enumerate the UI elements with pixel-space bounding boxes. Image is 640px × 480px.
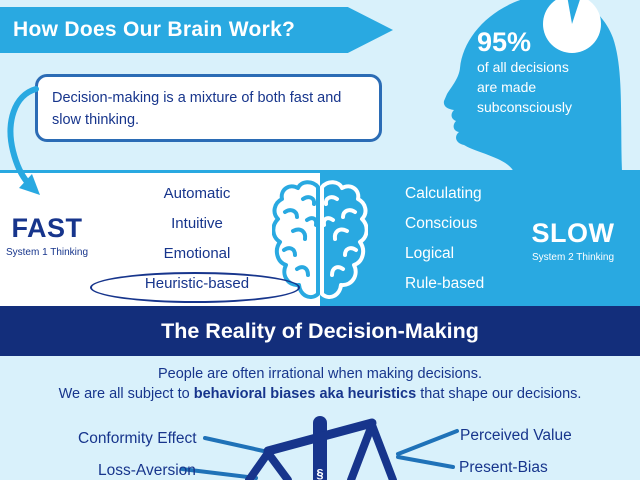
stat-line-3: subconsciously xyxy=(477,99,572,115)
intro-line-2-suffix: that shape our decisions. xyxy=(416,386,582,402)
intro-line-2: We are all subject to behavioral biases … xyxy=(0,386,640,402)
stat-line-1: of all decisions xyxy=(477,59,569,75)
slow-items: Calculating Conscious Logical Rule-based xyxy=(405,179,484,299)
reality-banner: The Reality of Decision-Making xyxy=(0,306,640,356)
fast-block: FAST System 1 Thinking xyxy=(5,213,89,258)
fast-slow-band: FAST System 1 Thinking Automatic Intuiti… xyxy=(0,170,640,306)
scale-symbol: § xyxy=(316,466,323,480)
subconscious-stat: 95% of all decisions are made subconscio… xyxy=(477,27,572,117)
stat-line-2: are made xyxy=(477,79,537,95)
bias-label-present-bias: Present-Bias xyxy=(459,459,548,476)
balance-scale-icon: § xyxy=(245,416,397,480)
speech-bubble-text: Decision-making is a mixture of both fas… xyxy=(52,90,342,128)
slow-label: SLOW xyxy=(531,218,615,248)
slow-item: Rule-based xyxy=(405,275,485,292)
intro-line-2-prefix: We are all subject to xyxy=(58,386,194,402)
curved-arrow-icon xyxy=(7,86,40,195)
fast-item: Automatic xyxy=(163,185,231,202)
head-silhouette-icon xyxy=(400,0,640,172)
slow-item: Logical xyxy=(405,245,455,262)
pie-chart-notch xyxy=(567,0,580,24)
slow-item: Calculating xyxy=(405,185,482,202)
fast-sublabel: System 1 Thinking xyxy=(5,247,89,258)
pie-chart-icon xyxy=(543,0,601,53)
reality-banner-title: The Reality of Decision-Making xyxy=(161,319,479,343)
page-title: How Does Our Brain Work? xyxy=(13,18,296,41)
slow-panel: Calculating Conscious Logical Rule-based… xyxy=(320,173,640,306)
fast-item: Heuristic-based xyxy=(144,275,250,292)
fast-label: FAST xyxy=(11,213,83,243)
bias-label-loss-aversion: Loss-Aversion xyxy=(98,462,196,479)
intro-line-1: People are often irrational when making … xyxy=(157,366,483,382)
bias-label-conformity: Conformity Effect xyxy=(78,430,197,447)
slow-block: SLOW System 2 Thinking xyxy=(528,218,618,263)
intro-line-2-bold: behavioral biases aka heuristics xyxy=(193,386,417,402)
slow-item: Conscious xyxy=(405,215,478,232)
fast-panel: FAST System 1 Thinking Automatic Intuiti… xyxy=(0,173,320,306)
fast-item: Emotional xyxy=(163,245,231,262)
bias-connector-lines xyxy=(180,429,459,480)
heuristic-ellipse xyxy=(90,272,300,303)
slow-sublabel: System 2 Thinking xyxy=(531,252,615,263)
title-ribbon: How Does Our Brain Work? xyxy=(0,7,393,53)
fast-items: Automatic Intuitive Emotional Heuristic-… xyxy=(90,179,300,303)
fast-item: Intuitive xyxy=(171,215,223,232)
stat-percent: 95% xyxy=(477,27,532,57)
bias-label-perceived-value: Perceived Value xyxy=(460,427,572,444)
speech-bubble: Decision-making is a mixture of both fas… xyxy=(35,74,382,142)
